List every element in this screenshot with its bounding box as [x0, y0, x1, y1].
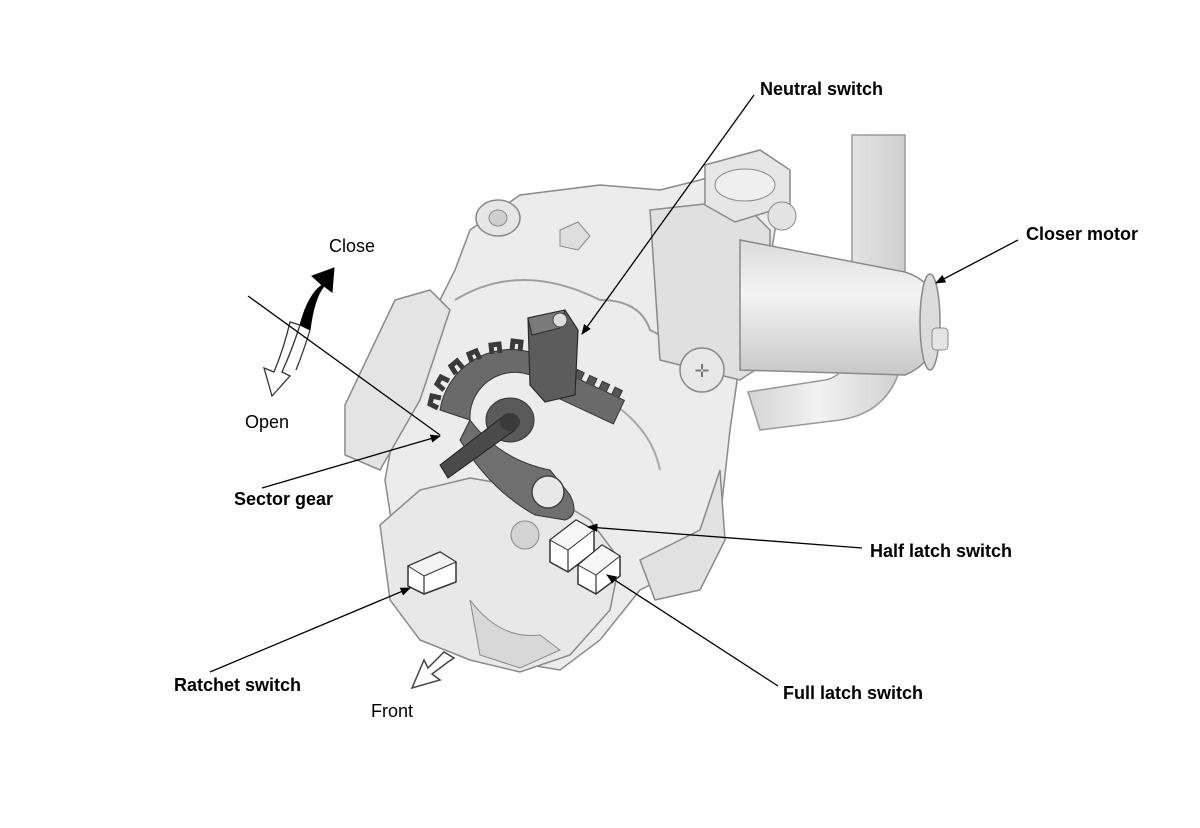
label-open: Open	[245, 412, 290, 432]
label-full-latch-switch: Full latch switch	[783, 683, 924, 703]
leader-closer-motor	[935, 239, 1019, 284]
neutral-switch-part	[527, 309, 579, 403]
closer-motor-body: ✛	[649, 149, 949, 393]
leader-lines	[209, 94, 1019, 687]
leader-sector-gear	[261, 434, 441, 489]
label-half-latch-switch: Half latch switch	[870, 541, 1013, 561]
label-close: Close	[329, 236, 376, 256]
leader-neutral-switch	[581, 94, 755, 335]
label-front: Front	[371, 701, 414, 721]
label-closer-motor: Closer motor	[1026, 224, 1139, 244]
label-neutral-switch: Neutral switch	[760, 79, 884, 99]
ratchet-switch-part	[406, 551, 458, 595]
front-direction-arrow	[410, 651, 456, 690]
close-open-rotation-arrow	[263, 267, 335, 398]
leader-half-latch-switch	[586, 523, 863, 549]
label-sector-gear: Sector gear	[234, 489, 334, 509]
svg-text:✛: ✛	[694, 361, 709, 382]
leader-full-latch-switch	[606, 574, 779, 687]
label-ratchet-switch: Ratchet switch	[174, 675, 302, 695]
leader-close-open-line	[247, 295, 441, 436]
leader-ratchet-switch	[209, 587, 411, 673]
